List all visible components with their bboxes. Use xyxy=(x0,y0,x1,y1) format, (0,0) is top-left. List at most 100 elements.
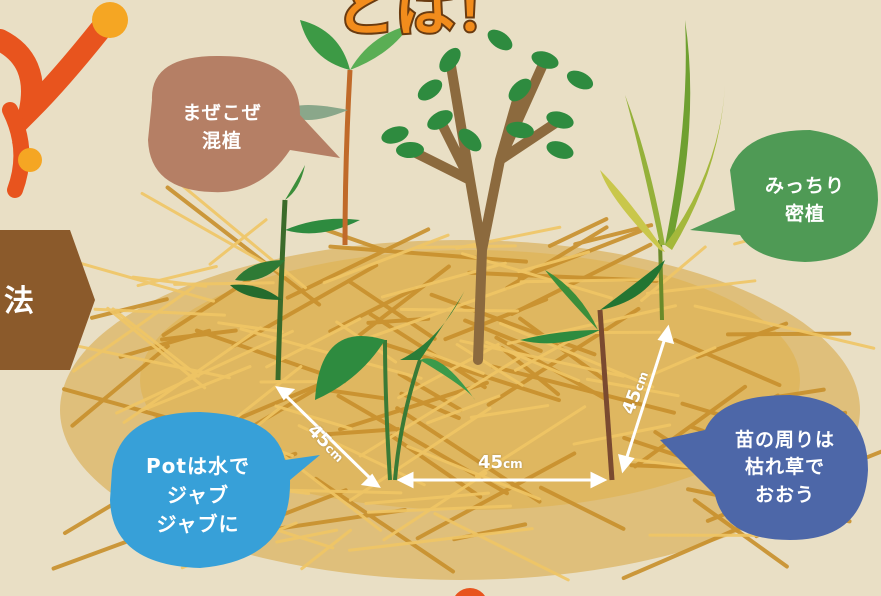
straw-strand xyxy=(499,346,561,397)
bubble-dense-line2: 密植 xyxy=(784,203,825,225)
straw-strand xyxy=(406,445,541,501)
straw-strand xyxy=(519,277,662,284)
straw-strand xyxy=(338,380,489,432)
measure-horizontal-value: 45 xyxy=(478,452,504,473)
bubble-pot-line2: ジャブ xyxy=(167,482,229,507)
tree-leaf xyxy=(546,111,574,129)
straw-strand xyxy=(93,307,226,317)
straw-strand xyxy=(433,512,570,582)
tree-leaf xyxy=(487,29,513,51)
straw-strand xyxy=(469,404,550,419)
straw-strand xyxy=(366,504,512,514)
straw-strand xyxy=(317,225,386,253)
straw-strand xyxy=(725,331,852,337)
straw-strand xyxy=(426,394,501,425)
straw-strand xyxy=(217,321,284,334)
straw-strand xyxy=(455,343,524,387)
straw-strand xyxy=(72,285,195,373)
tree-leaf xyxy=(508,78,532,102)
speech-bubble-mix-planting: まぜこぜ 混植 xyxy=(142,58,302,198)
straw-strand xyxy=(70,344,170,428)
straw-strand xyxy=(647,346,717,378)
straw-strand xyxy=(459,339,625,378)
straw-strand xyxy=(424,350,485,375)
tree-leaf xyxy=(381,126,409,144)
straw-strand xyxy=(208,218,268,266)
straw-strand xyxy=(300,528,352,571)
straw-strand xyxy=(572,423,672,446)
measure-arrows xyxy=(275,324,675,489)
straw-strand xyxy=(160,328,238,342)
bubble-mix-shape xyxy=(148,55,340,193)
straw-strand xyxy=(692,498,789,569)
straw-strand xyxy=(364,491,491,506)
straw-strand xyxy=(275,528,339,544)
straw-strand xyxy=(313,476,456,574)
straw-strand xyxy=(455,225,562,250)
tree-leaf xyxy=(427,110,453,130)
straw-strand xyxy=(414,244,517,249)
tree-leaf xyxy=(396,141,424,159)
tree-leaf xyxy=(458,128,482,152)
straw-strand xyxy=(355,264,451,339)
bubble-straw-line1: 苗の周りは xyxy=(734,428,835,451)
bubble-straw-line3: おおう xyxy=(754,483,815,506)
straw-strand xyxy=(346,278,437,341)
straw-strand xyxy=(415,451,577,541)
tree-leaf xyxy=(566,70,594,90)
straw-strand xyxy=(513,334,581,372)
title-fragment: とは！ xyxy=(333,0,517,47)
straw-strand xyxy=(265,317,362,369)
straw-strand xyxy=(131,275,208,288)
decorative-orange-plant xyxy=(0,2,128,198)
title-fragment-text: とは！ xyxy=(335,0,515,45)
speech-bubble-straw-mulch: 苗の周りは 枯れ草で おおう xyxy=(700,398,870,538)
seedling-left xyxy=(230,165,360,381)
straw-strand xyxy=(585,377,680,398)
straw-strand xyxy=(645,279,757,295)
straw-strand xyxy=(297,424,426,487)
straw-strand xyxy=(138,365,252,413)
bubble-pot-line3: ジャブに xyxy=(156,511,240,536)
straw-strand xyxy=(368,312,487,390)
straw-strand xyxy=(573,223,654,247)
measure-horizontal: 45cm xyxy=(478,452,523,473)
straw-strand xyxy=(285,227,431,300)
straw-strand xyxy=(322,233,450,285)
straw-strand xyxy=(673,338,782,388)
bubble-dense-shape xyxy=(690,130,878,262)
tree-leaf xyxy=(417,79,443,101)
straw-strand xyxy=(136,264,218,288)
seedling-right xyxy=(520,260,665,481)
straw-strand xyxy=(397,372,463,413)
straw-strand xyxy=(695,321,789,359)
straw-strand xyxy=(486,306,641,407)
straw-strand xyxy=(165,185,322,307)
straw-strand xyxy=(474,405,587,478)
straw-strand xyxy=(460,252,613,300)
speech-bubble-pot-water: Potは水で ジャブ ジャブに xyxy=(108,420,288,570)
straw-strand xyxy=(547,217,609,248)
tree-leaf xyxy=(531,51,559,69)
bubble-straw-shape xyxy=(660,395,868,540)
straw-strand xyxy=(274,488,403,495)
straw-strand xyxy=(382,471,488,542)
straw-strand xyxy=(498,321,655,389)
bubble-mix-line2: 混植 xyxy=(201,130,242,152)
straw-strand xyxy=(517,250,591,274)
bubble-dense-line1: みっちり xyxy=(764,175,845,198)
tree-leaf xyxy=(546,141,574,159)
straw-strand xyxy=(538,485,626,531)
straw-strand xyxy=(693,304,876,350)
grass-right xyxy=(600,20,725,321)
speech-bubble-dense-planting: みっちり 密植 xyxy=(725,136,881,266)
straw-strand xyxy=(274,404,353,431)
straw-strand xyxy=(122,326,262,424)
straw-strand xyxy=(395,406,542,504)
straw-strand xyxy=(505,225,609,290)
straw-strand xyxy=(106,306,207,390)
straw-strand xyxy=(328,287,417,334)
decorative-dot xyxy=(455,588,485,596)
bubble-shapes xyxy=(110,55,878,568)
